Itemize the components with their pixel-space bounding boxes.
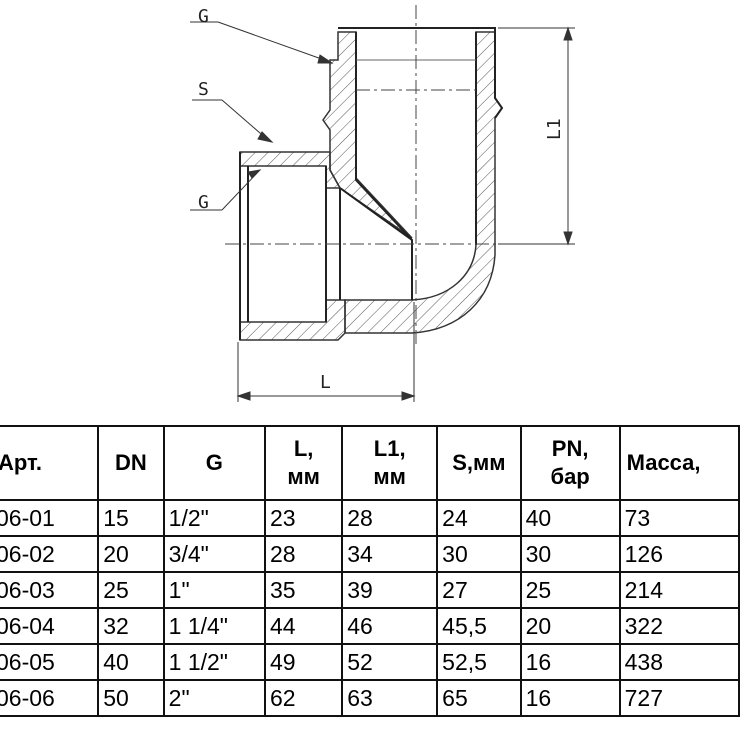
label-l: L	[320, 372, 331, 393]
column-header-line: L1,	[373, 436, 406, 461]
table-cell: 25	[97, 571, 165, 609]
label-g-left: G	[198, 192, 209, 213]
column-header-line: Арт.	[0, 450, 42, 475]
table-cell: 15	[97, 499, 165, 537]
column-header-line: Масса,	[626, 450, 701, 475]
table-cell: 63	[341, 679, 439, 717]
table-cell: 23	[263, 499, 344, 537]
column-header: S,мм	[436, 425, 522, 501]
table-cell: 06-05	[0, 643, 100, 681]
table-cell: 06-01	[0, 499, 100, 537]
table-cell: 727	[618, 679, 741, 717]
column-header-line: G	[205, 450, 223, 475]
table-cell: 20	[97, 535, 165, 573]
table-cell: 1"	[162, 571, 267, 609]
column-header-line: S,мм	[452, 450, 506, 475]
column-header: Арт.	[0, 425, 100, 501]
table-cell: 28	[263, 535, 344, 573]
label-s: S	[198, 79, 209, 100]
dimension-l	[236, 302, 416, 402]
table-cell: 45,5	[436, 607, 522, 645]
table-cell: 214	[618, 571, 741, 609]
label-g-top: G	[198, 6, 209, 27]
column-header: DN	[97, 425, 165, 501]
column-header-line: мм	[287, 464, 320, 489]
column-header-line: бар	[550, 464, 590, 489]
table-cell: 16	[519, 679, 621, 717]
table-cell: 40	[519, 499, 621, 537]
table-cell: 06-02	[0, 535, 100, 573]
column-header-line: мм	[373, 464, 406, 489]
table-cell: 52,5	[436, 643, 522, 681]
table-cell: 20	[519, 607, 621, 645]
table-cell: 3/4"	[162, 535, 267, 573]
column-header-line: L,	[293, 436, 314, 461]
table-cell: 40	[97, 643, 165, 681]
table-cell: 25	[519, 571, 621, 609]
table-cell: 73	[618, 499, 741, 537]
table-cell: 438	[618, 643, 741, 681]
table-cell: 44	[263, 607, 344, 645]
table-cell: 126	[618, 535, 741, 573]
table-cell: 39	[341, 571, 439, 609]
column-header: Масса,	[618, 425, 741, 501]
label-l1: L1	[544, 118, 565, 140]
table-cell: 2"	[162, 679, 267, 717]
table-header-row: Арт. DN G L, мм L1, мм S,мм PN, бар Масса,	[0, 425, 741, 501]
table-cell: 65	[436, 679, 522, 717]
table-cell: 28	[341, 499, 439, 537]
table-cell: 06-04	[0, 607, 100, 645]
table-cell: 32	[97, 607, 165, 645]
table-cell: 1 1/4"	[162, 607, 267, 645]
fitting-drawing: G S G L1 L	[190, 5, 575, 402]
table-cell: 35	[263, 571, 344, 609]
table-cell: 16	[519, 643, 621, 681]
table-cell: 06-03	[0, 571, 100, 609]
table-cell: 34	[341, 535, 439, 573]
table-cell: 24	[436, 499, 522, 537]
column-header-line: PN,	[551, 436, 589, 461]
column-header: PN, бар	[519, 425, 621, 501]
dimension-l1	[498, 26, 575, 246]
table-cell: 30	[519, 535, 621, 573]
column-header: L, мм	[263, 425, 344, 501]
table-cell: 27	[436, 571, 522, 609]
hatched-walls	[239, 31, 503, 341]
table-cell: 52	[341, 643, 439, 681]
column-header: L1, мм	[341, 425, 439, 501]
column-header-line: DN	[115, 450, 147, 475]
table-cell: 322	[618, 607, 741, 645]
table-cell: 1 1/2"	[162, 643, 267, 681]
column-header: G	[162, 425, 267, 501]
leader-lines	[190, 21, 334, 211]
table-cell: 62	[263, 679, 344, 717]
table-cell: 49	[263, 643, 344, 681]
table-cell: 1/2"	[162, 499, 267, 537]
centerlines	[225, 5, 575, 345]
table-cell: 30	[436, 535, 522, 573]
table-cell: 50	[97, 679, 165, 717]
table-cell: 06-06	[0, 679, 100, 717]
table-cell: 46	[341, 607, 439, 645]
